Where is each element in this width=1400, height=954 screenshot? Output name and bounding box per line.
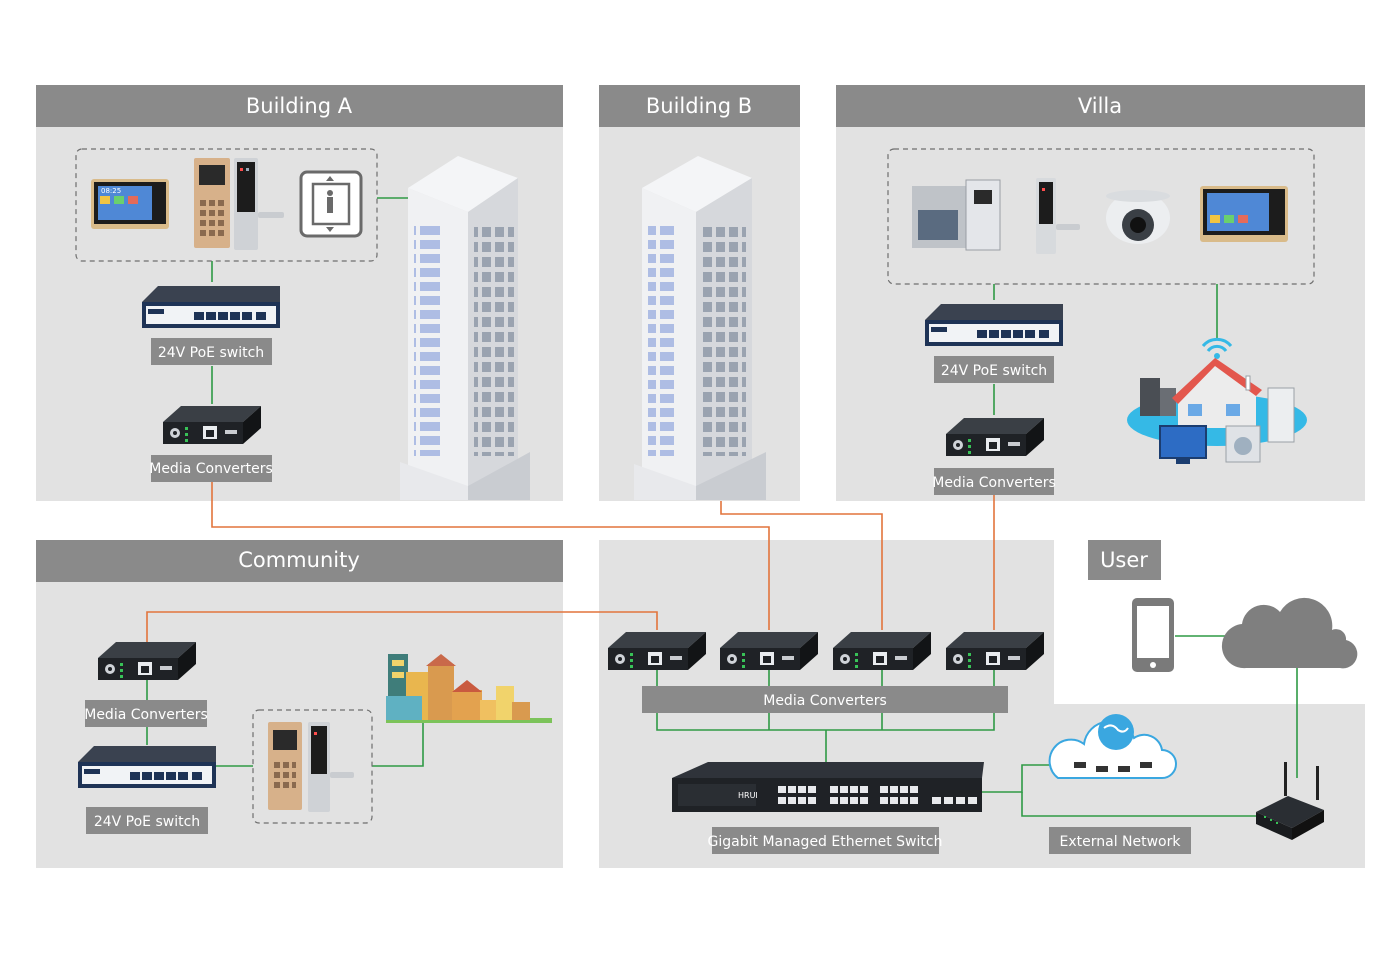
core-media-converter-3-icon xyxy=(833,632,931,670)
router-icon xyxy=(1256,762,1324,840)
dome-camera-icon xyxy=(1106,190,1170,244)
building-a-device-group xyxy=(75,148,378,262)
door-phone-kit-icon xyxy=(912,179,1001,251)
external-network-label: External Network xyxy=(1060,834,1182,850)
panel-user-header: User xyxy=(1088,540,1161,580)
community-buildings-icon xyxy=(386,654,552,723)
community-media-converters-label: Media Converters xyxy=(84,707,208,723)
fiber-links xyxy=(146,480,995,646)
monitor-clock: 08:25 xyxy=(101,187,121,195)
building-a-poe-switch-label: 24V PoE switch xyxy=(158,345,264,361)
community-device-group xyxy=(252,709,373,824)
building-a-poe-switch-icon xyxy=(142,286,280,328)
core-media-converter-4-icon xyxy=(946,632,1044,670)
villa-poe-switch-label: 24V PoE switch xyxy=(941,363,1047,379)
indoor-monitor-icon: 08:25 xyxy=(91,179,169,229)
community-smart-lock-icon xyxy=(308,722,354,812)
building-a-media-converters-label: Media Converters xyxy=(149,461,273,477)
villa-device-group xyxy=(887,148,1315,285)
elevator-control-icon xyxy=(299,170,363,238)
villa-indoor-monitor-icon xyxy=(1200,186,1288,242)
smart-lock-icon xyxy=(234,158,284,250)
community-poe-switch-icon xyxy=(78,746,216,788)
community-media-converter-icon xyxy=(98,642,196,680)
villa-media-converters-label: Media Converters xyxy=(932,475,1056,491)
door-station-icon xyxy=(194,158,230,248)
building-a-media-converter-icon xyxy=(163,406,261,444)
smart-home-icon xyxy=(1127,337,1307,464)
core-media-converters-label: Media Converters xyxy=(763,693,887,709)
smartphone-icon xyxy=(1132,598,1174,672)
panel-title-user: User xyxy=(1100,548,1148,572)
community-door-station-icon xyxy=(268,722,302,810)
managed-switch-label: Gigabit Managed Ethernet Switch xyxy=(708,834,943,850)
cloud-icon xyxy=(1221,597,1358,669)
cloud-server-icon xyxy=(1048,714,1177,779)
core-media-converter-2-icon xyxy=(720,632,818,670)
managed-switch-brand: HRUI xyxy=(738,791,758,800)
core-media-converter-1-icon xyxy=(608,632,706,670)
panel-building-b: Building B xyxy=(599,85,800,501)
skyscraper-a-icon xyxy=(400,156,530,500)
villa-media-converter-icon xyxy=(946,418,1044,456)
panel-title-building-a: Building A xyxy=(246,94,353,118)
villa-smart-lock-icon xyxy=(1036,178,1080,254)
panel-title-community: Community xyxy=(238,548,360,572)
panel-title-building-b: Building B xyxy=(646,94,752,118)
skyscraper-b-icon xyxy=(634,156,766,500)
villa-poe-switch-icon xyxy=(925,304,1063,346)
community-poe-switch-label: 24V PoE switch xyxy=(94,814,200,830)
managed-switch-icon: HRUI xyxy=(672,762,984,812)
panel-title-villa: Villa xyxy=(1078,94,1122,118)
